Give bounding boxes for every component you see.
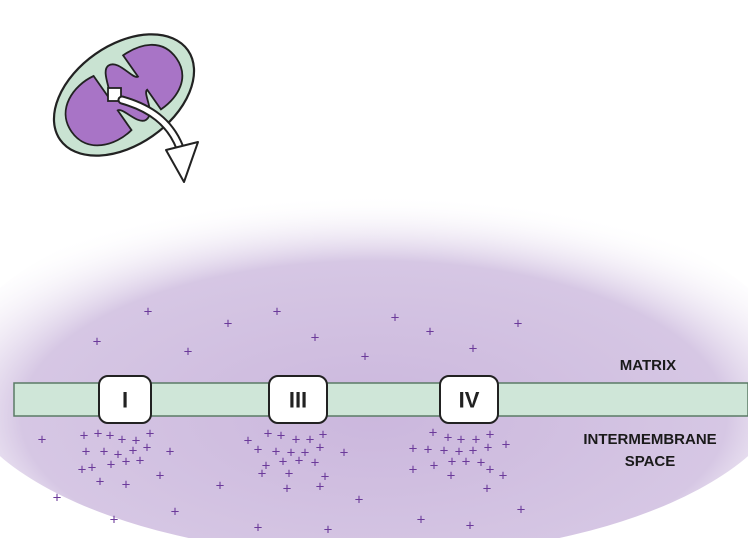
proton-plus: +	[514, 316, 523, 333]
proton-plus: +	[244, 433, 253, 450]
proton-plus: +	[283, 481, 292, 498]
proton-plus: +	[340, 445, 349, 462]
complex-iii: III	[269, 376, 327, 423]
proton-plus: +	[156, 468, 165, 485]
proton-plus: +	[483, 481, 492, 498]
proton-plus: +	[78, 462, 87, 479]
proton-plus: +	[466, 518, 475, 535]
proton-plus: +	[409, 462, 418, 479]
proton-plus: +	[429, 425, 438, 442]
proton-plus: +	[254, 520, 263, 537]
complex-i: I	[99, 376, 151, 423]
proton-plus: +	[144, 304, 153, 321]
proton-plus: +	[110, 512, 119, 529]
proton-plus: +	[93, 334, 102, 351]
complex-iii-label: III	[289, 388, 307, 413]
proton-plus: +	[469, 341, 478, 358]
proton-plus: +	[424, 442, 433, 459]
proton-plus: +	[316, 479, 325, 496]
proton-plus: +	[409, 441, 418, 458]
proton-plus: +	[254, 442, 263, 459]
complex-iv: IV	[440, 376, 498, 423]
proton-plus: +	[391, 310, 400, 327]
proton-plus: +	[502, 437, 511, 454]
proton-plus: +	[122, 454, 131, 471]
proton-plus: +	[462, 454, 471, 471]
proton-plus: +	[486, 462, 495, 479]
proton-plus: +	[171, 504, 180, 521]
proton-plus: +	[122, 477, 131, 494]
matrix-label: MATRIX	[620, 357, 676, 374]
proton-plus: +	[447, 468, 456, 485]
proton-plus: +	[106, 428, 115, 445]
intermembrane-label-line2: SPACE	[625, 453, 676, 470]
proton-plus: +	[295, 453, 304, 470]
proton-plus: +	[311, 455, 320, 472]
proton-plus: +	[96, 474, 105, 491]
proton-plus: +	[324, 522, 333, 538]
proton-plus: +	[38, 432, 47, 449]
proton-plus: +	[426, 324, 435, 341]
proton-plus: +	[517, 502, 526, 519]
proton-plus: +	[258, 466, 267, 483]
proton-plus: +	[166, 444, 175, 461]
intermembrane-label-line1: INTERMEMBRANE	[583, 431, 716, 448]
proton-plus: +	[430, 458, 439, 475]
complex-iv-label: IV	[459, 388, 480, 413]
proton-plus: +	[80, 428, 89, 445]
proton-plus: +	[82, 444, 91, 461]
proton-plus: +	[264, 426, 273, 443]
complex-i-label: I	[122, 388, 128, 413]
proton-plus: +	[277, 428, 286, 445]
proton-plus: +	[184, 344, 193, 361]
proton-plus: +	[107, 457, 116, 474]
proton-plus: +	[417, 512, 426, 529]
proton-plus: +	[355, 492, 364, 509]
proton-plus: +	[311, 330, 320, 347]
proton-plus: +	[361, 349, 370, 366]
proton-plus: +	[136, 453, 145, 470]
proton-plus: +	[499, 468, 508, 485]
proton-plus: +	[94, 426, 103, 443]
proton-plus: +	[216, 478, 225, 495]
proton-plus: +	[477, 455, 486, 472]
proton-plus: +	[273, 304, 282, 321]
proton-plus: +	[53, 490, 62, 507]
proton-plus: +	[224, 316, 233, 333]
